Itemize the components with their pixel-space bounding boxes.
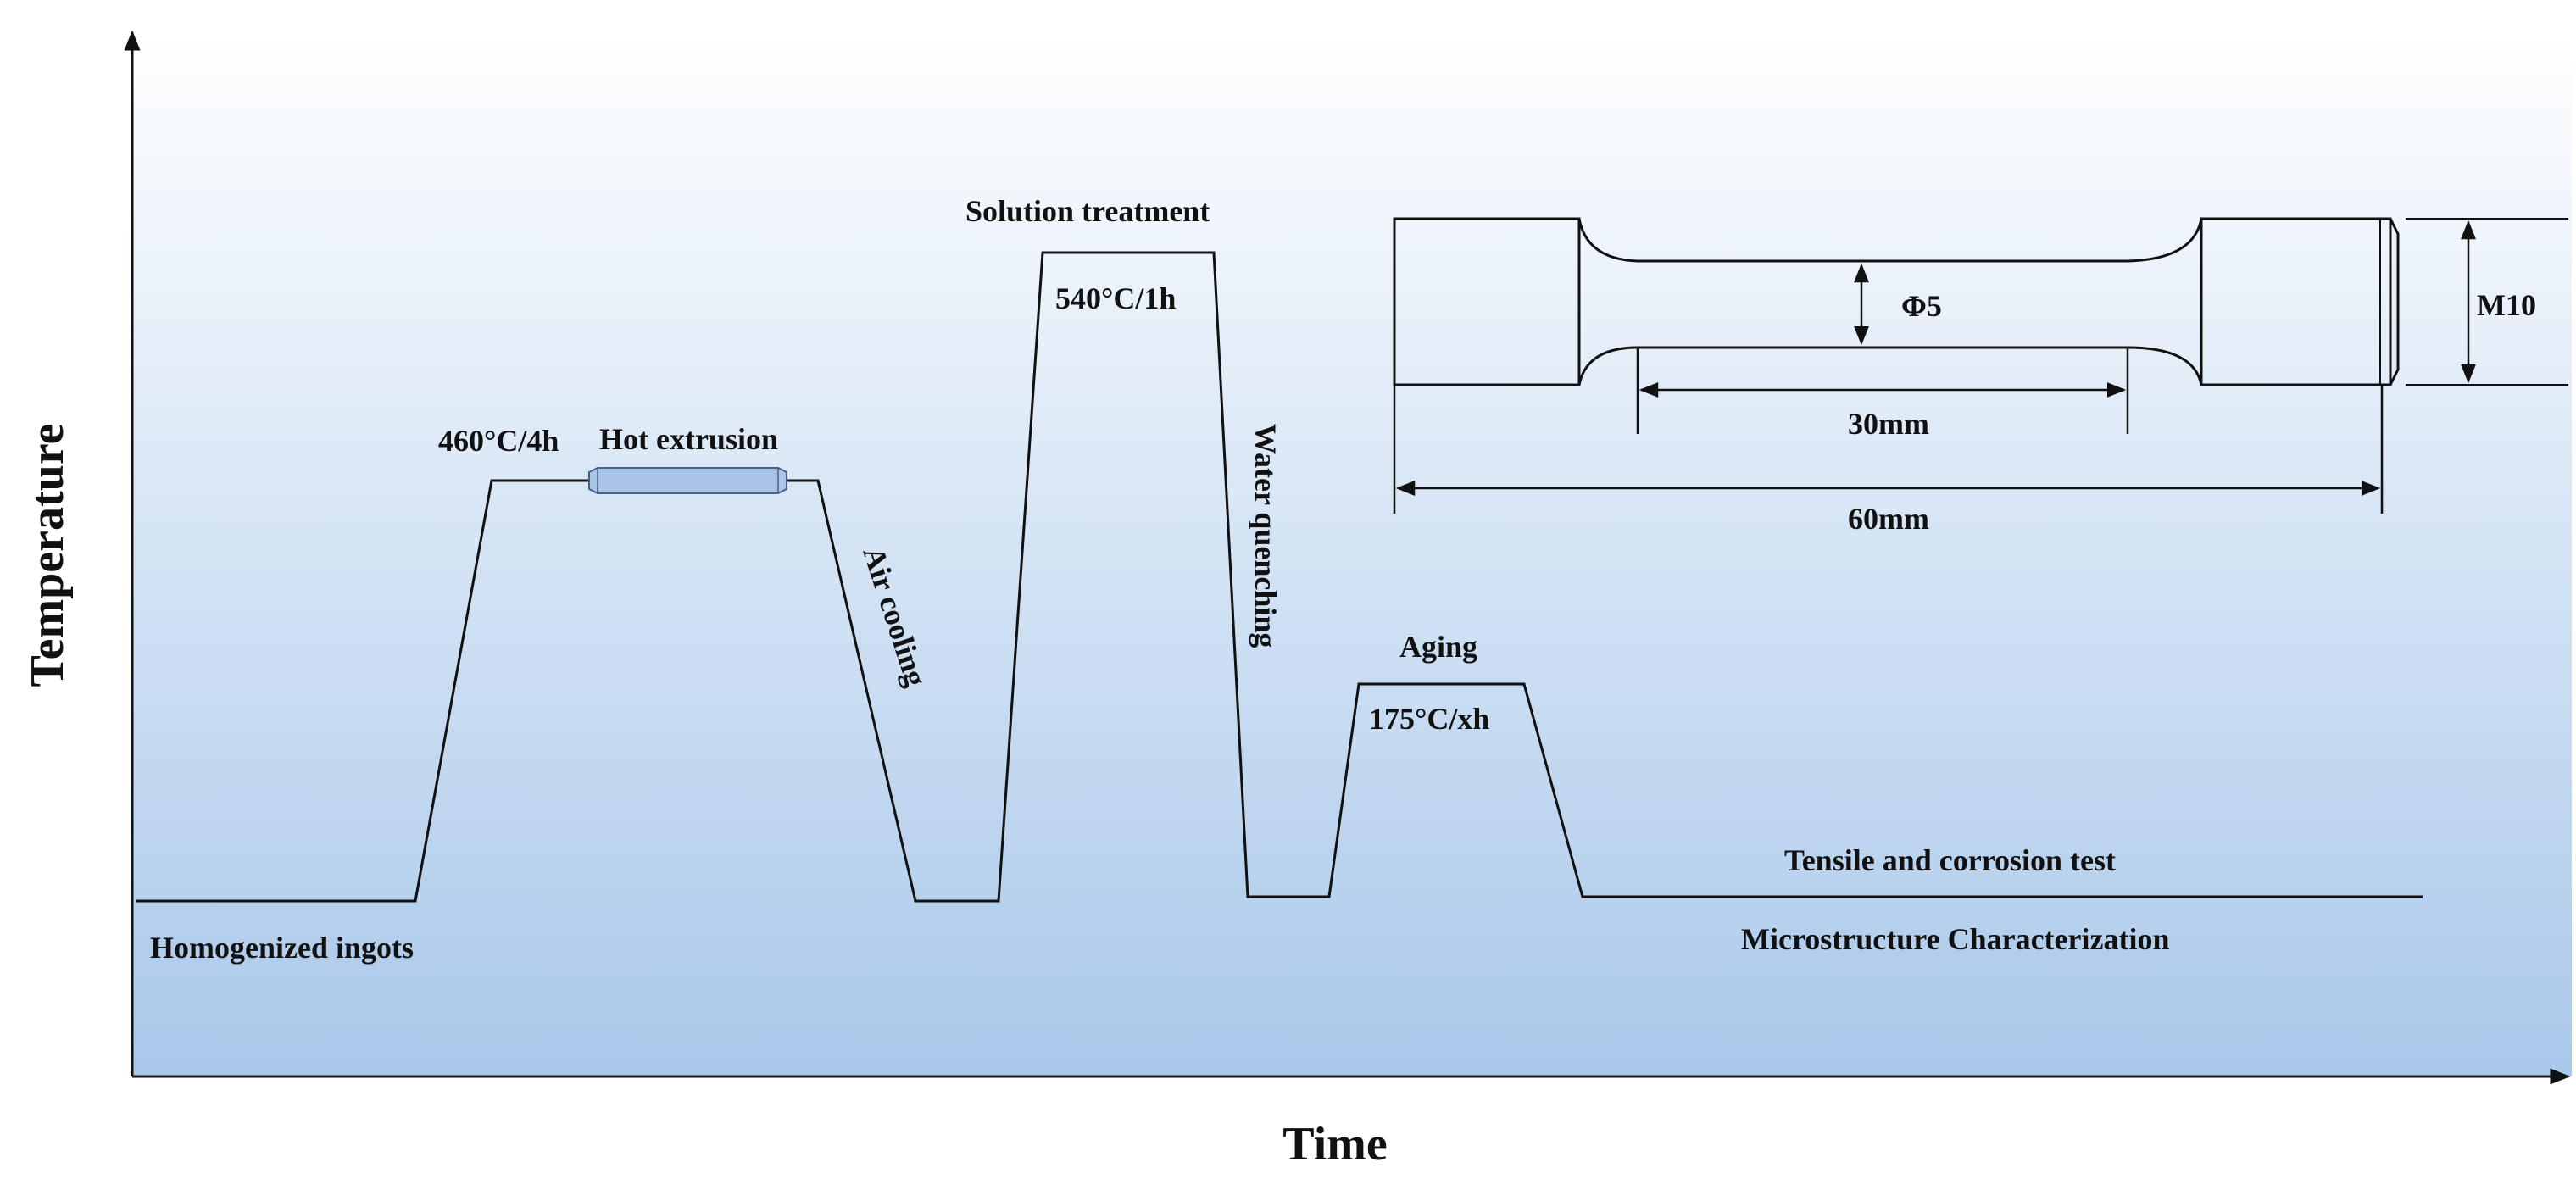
solution-treatment-label: Solution treatment [965, 194, 1210, 228]
aging-label: Aging [1399, 630, 1477, 664]
process-curve [136, 251, 2423, 903]
diameter-label: Φ5 [1901, 289, 1942, 323]
specimen-dimensions [1393, 218, 2568, 514]
aging-temp-label: 175°C/xh [1369, 702, 1489, 736]
tensile-specimen [1393, 217, 2400, 386]
solution-temp-label: 540°C/1h [1055, 281, 1176, 315]
thread-label: M10 [2477, 288, 2536, 322]
extrusion-billet [588, 467, 787, 494]
y-axis-label: Temperature [21, 423, 74, 687]
total-length-label: 60mm [1848, 502, 1929, 536]
hot-extrusion-label: Hot extrusion [599, 422, 778, 456]
x-axis-label: Time [1282, 1118, 1387, 1171]
homogenized-label: Homogenized ingots [150, 931, 414, 965]
gauge-length-label: 30mm [1848, 407, 1929, 441]
tensile-test-label: Tensile and corrosion test [1784, 843, 2116, 877]
water-quenching-label: Water quenching [1249, 424, 1282, 648]
microstructure-label: Microstructure Characterization [1741, 922, 2170, 956]
plot-background [132, 32, 2572, 1076]
hot-extrusion-temp-label: 460°C/4h [438, 424, 559, 458]
